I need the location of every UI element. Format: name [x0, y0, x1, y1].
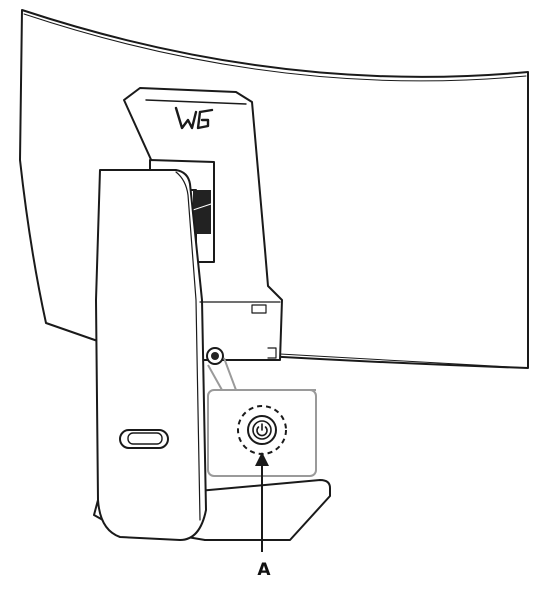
stand-neck [95, 169, 207, 541]
pointer-arrow-icon [255, 452, 269, 552]
callout-label-a: A [257, 560, 271, 580]
power-button-icon [237, 405, 287, 455]
brand-logo-icon [174, 106, 214, 130]
callout-leader [207, 364, 316, 391]
